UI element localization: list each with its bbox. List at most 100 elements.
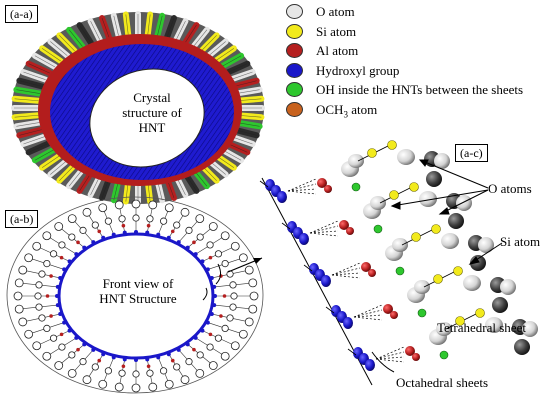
- ring-al-atom: [146, 364, 151, 369]
- ring-o-atom: [226, 314, 234, 322]
- al-atom: [317, 178, 327, 188]
- ring-o-atom: [208, 222, 218, 231]
- ring-o-atom: [132, 370, 140, 378]
- tube-rod-outline: [147, 14, 151, 35]
- ring-al-atom: [121, 223, 126, 228]
- ring-al-atom: [222, 294, 227, 298]
- ring-o-atom: [43, 324, 51, 333]
- tetrahedral-sheet-label: Tetrahedral sheet: [437, 320, 526, 335]
- tube-rod-outline: [208, 41, 226, 56]
- tube-rod-outline: [79, 24, 92, 43]
- legend: O atom Si atom Al atom Hydroxyl group OH…: [286, 2, 548, 119]
- och3-swatch-icon: [286, 101, 303, 117]
- ring-o-atom: [118, 369, 126, 377]
- legend-item-o: O atom: [286, 2, 548, 22]
- tube-rod-outline: [233, 80, 257, 87]
- ring-o-atom: [196, 351, 204, 359]
- al-atom-swatch-icon: [286, 43, 303, 58]
- ring-o-atom: [114, 200, 124, 210]
- ring-o-atom: [79, 358, 87, 366]
- ring-o-atom: [214, 250, 223, 258]
- h-bond: [309, 225, 339, 234]
- ring-o-atom: [42, 351, 52, 361]
- ring-o-atom: [229, 281, 237, 289]
- ring-o-atom: [146, 369, 154, 377]
- tube-rod-outline: [41, 154, 61, 168]
- panel-tag-a: (a-a): [5, 5, 38, 23]
- o-atom: [397, 149, 415, 165]
- ring-o-atom: [148, 382, 158, 392]
- si-atom: [453, 266, 463, 276]
- zoomed-sheet-structure: [259, 140, 538, 386]
- h-bond: [353, 316, 383, 321]
- oh-swatch-icon: [286, 82, 303, 97]
- tube-rod-outline: [125, 14, 129, 35]
- ring-o-atom: [118, 215, 126, 223]
- ring-o-atom: [98, 203, 108, 213]
- ring-al-atom: [49, 314, 53, 318]
- al-atom: [339, 220, 349, 230]
- legend-item-och3: OCH3 atom: [286, 100, 548, 119]
- ring-al-atom: [192, 347, 196, 352]
- ring-al-atom: [59, 255, 64, 260]
- ring-o-atom: [230, 241, 240, 251]
- si-atom: [431, 224, 441, 234]
- ring-al-atom: [208, 332, 213, 337]
- o-atom: [414, 280, 430, 294]
- crystal-structure-tube: [11, 11, 265, 205]
- o-atom: [463, 275, 481, 291]
- al-atom: [324, 185, 332, 193]
- ring-o-atom: [58, 241, 66, 249]
- si-atom: [411, 232, 421, 242]
- si-atom-swatch-icon: [286, 23, 303, 39]
- al-atom: [368, 269, 376, 277]
- ring-o-atom: [244, 265, 254, 275]
- ring-o-atom: [221, 324, 229, 333]
- oh-atom: [439, 350, 449, 360]
- si-atom: [389, 190, 399, 200]
- tube-rod-outline: [41, 48, 61, 62]
- h-bond: [287, 190, 317, 195]
- ring-o-atom: [79, 226, 87, 234]
- o-atom: [348, 154, 364, 168]
- ring-o-atom: [238, 329, 248, 339]
- hydroxyl-swatch-icon: [286, 62, 303, 78]
- h-bond: [287, 183, 317, 192]
- ring-o-atom: [206, 241, 214, 249]
- ring-o-atom: [49, 334, 58, 342]
- ring-o-atom: [24, 253, 34, 263]
- si-atom: [387, 140, 397, 150]
- sheet-tick: [347, 348, 357, 356]
- ring-o-atom: [104, 367, 112, 375]
- tube-rod-outline: [230, 71, 253, 80]
- ring-o-atom: [58, 343, 66, 351]
- tube-rod-outline: [226, 63, 248, 74]
- tube-rod-outline: [23, 136, 46, 145]
- h-bond: [375, 346, 405, 360]
- ring-o-atom: [24, 329, 34, 339]
- ring-o-atom: [42, 231, 52, 241]
- ring-o-atom: [146, 215, 154, 223]
- tetra-o-atom: [500, 279, 516, 295]
- ring-o-atom: [196, 233, 204, 241]
- ring-al-atom: [121, 364, 126, 369]
- tube-rod-outline: [59, 164, 75, 181]
- ring-o-atom: [206, 343, 214, 351]
- ring-o-atom: [38, 270, 46, 278]
- ring-o-atom: [148, 200, 158, 210]
- ring-o-atom: [185, 226, 193, 234]
- tube-rod-outline: [215, 48, 235, 62]
- ring-al-atom: [146, 223, 151, 228]
- tube-rod-outline: [184, 24, 197, 43]
- ring-al-atom: [192, 240, 196, 245]
- tetra-o-atom: [426, 171, 442, 187]
- label-arrows: [371, 159, 503, 373]
- oh-atom: [351, 182, 361, 192]
- ring-o-atom: [68, 233, 76, 241]
- h-bond: [375, 356, 405, 360]
- ring-o-atom: [67, 368, 77, 378]
- ring-o-atom: [35, 303, 43, 311]
- h-bond: [353, 309, 383, 318]
- ring-o-atom: [180, 207, 190, 217]
